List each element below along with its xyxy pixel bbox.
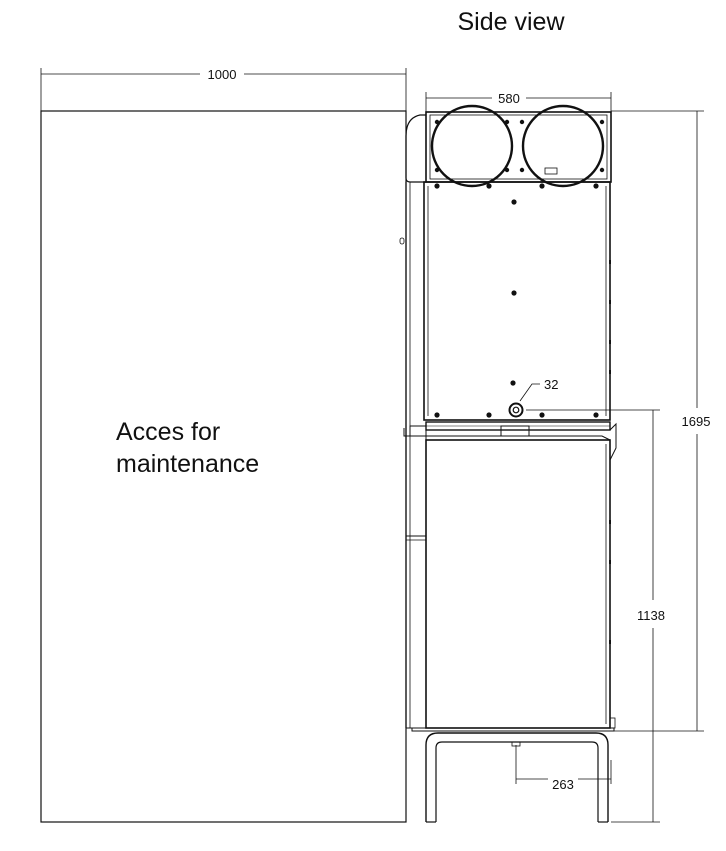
unit-side-view: 32 (399, 104, 617, 823)
connection-label-32: 32 (544, 377, 558, 392)
dimension-label-1000: 1000 (208, 67, 237, 82)
lower-module-edge-marks (609, 520, 611, 644)
fan-screws (434, 119, 605, 173)
maintenance-area: Acces for maintenance (40, 110, 407, 823)
stand-outer (425, 732, 609, 822)
top-front-cover (405, 114, 426, 183)
dimension-clearance-width: 1000 (40, 67, 407, 111)
fan-section (425, 111, 612, 183)
connection-leader (519, 383, 540, 402)
lower-module (425, 439, 611, 729)
dimension-leg-offset: 263 (515, 745, 612, 792)
fan-opening-right (521, 104, 605, 188)
dimension-unit-depth: 580 (425, 91, 612, 115)
upper-module-screws (434, 183, 599, 418)
maintenance-label-line1: Acces for (116, 418, 220, 446)
maintenance-label-line2: maintenance (116, 450, 259, 478)
dimension-connection-height: 1138 (526, 409, 665, 823)
dimension-label-1138: 1138 (637, 608, 665, 623)
dimension-label-263: 263 (552, 777, 574, 792)
drain-outlet (511, 741, 521, 747)
fan-opening-left (430, 104, 514, 188)
dimension-label-580: 580 (498, 91, 520, 106)
base-plate (411, 727, 615, 732)
door-handle (399, 237, 405, 245)
dimension-label-1695: 1695 (682, 414, 711, 429)
diagram-title: Side view (458, 8, 566, 36)
upper-module-edge-marks (609, 260, 611, 374)
dimension-total-height: 1695 (611, 110, 711, 732)
connection-port (508, 402, 524, 418)
upper-module (423, 181, 611, 421)
